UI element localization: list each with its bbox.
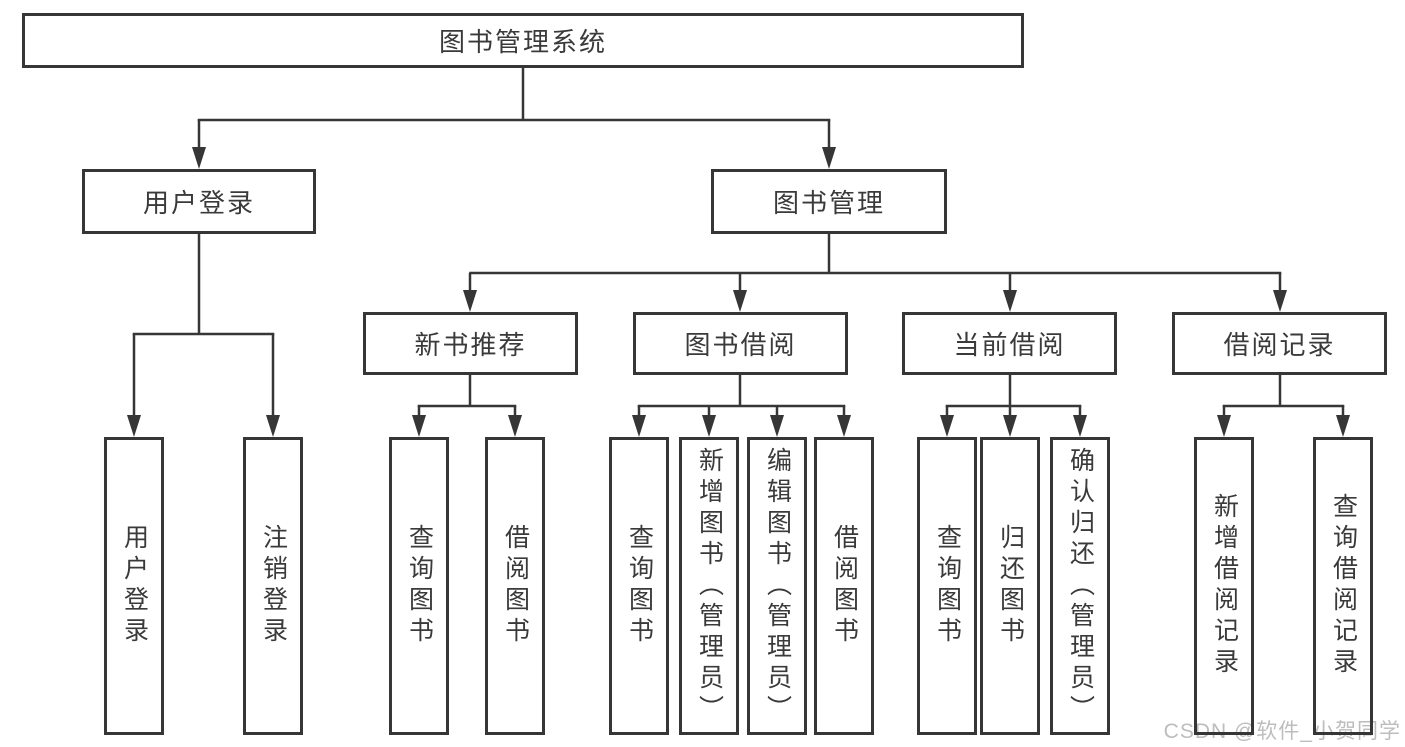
leaf-user-login: 用户登录 (104, 437, 164, 735)
node-book-management: 图书管理 (711, 169, 947, 234)
node-current-borrowing: 当前借阅 (902, 312, 1117, 375)
leaf-borrow-add-books-admin: 新增图书（管理员） (679, 437, 739, 735)
node-user-login: 用户登录 (82, 169, 316, 234)
node-new-book-recommendation: 新书推荐 (363, 312, 578, 375)
leaf-records-query-record: 查询借阅记录 (1313, 437, 1373, 735)
leaf-current-query-books: 查询图书 (917, 437, 977, 735)
leaf-borrow-edit-books-admin: 编辑图书（管理员） (747, 437, 807, 735)
leaf-current-confirm-return-admin: 确认归还（管理员） (1050, 437, 1110, 735)
leaf-logout: 注销登录 (243, 437, 303, 735)
leaf-newbook-query-books: 查询图书 (389, 437, 449, 735)
leaf-borrow-query-books: 查询图书 (609, 437, 669, 735)
node-borrowing-records: 借阅记录 (1172, 312, 1387, 375)
leaf-borrow-borrow-books: 借阅图书 (814, 437, 874, 735)
leaf-records-add-record: 新增借阅记录 (1194, 437, 1254, 735)
node-book-borrowing: 图书借阅 (633, 312, 848, 375)
leaf-newbook-borrow-books: 借阅图书 (485, 437, 545, 735)
node-library-management-system: 图书管理系统 (22, 13, 1024, 68)
leaf-current-return-books: 归还图书 (980, 437, 1040, 735)
csdn-watermark: CSDN @软件_小贺同学 (1163, 720, 1401, 743)
